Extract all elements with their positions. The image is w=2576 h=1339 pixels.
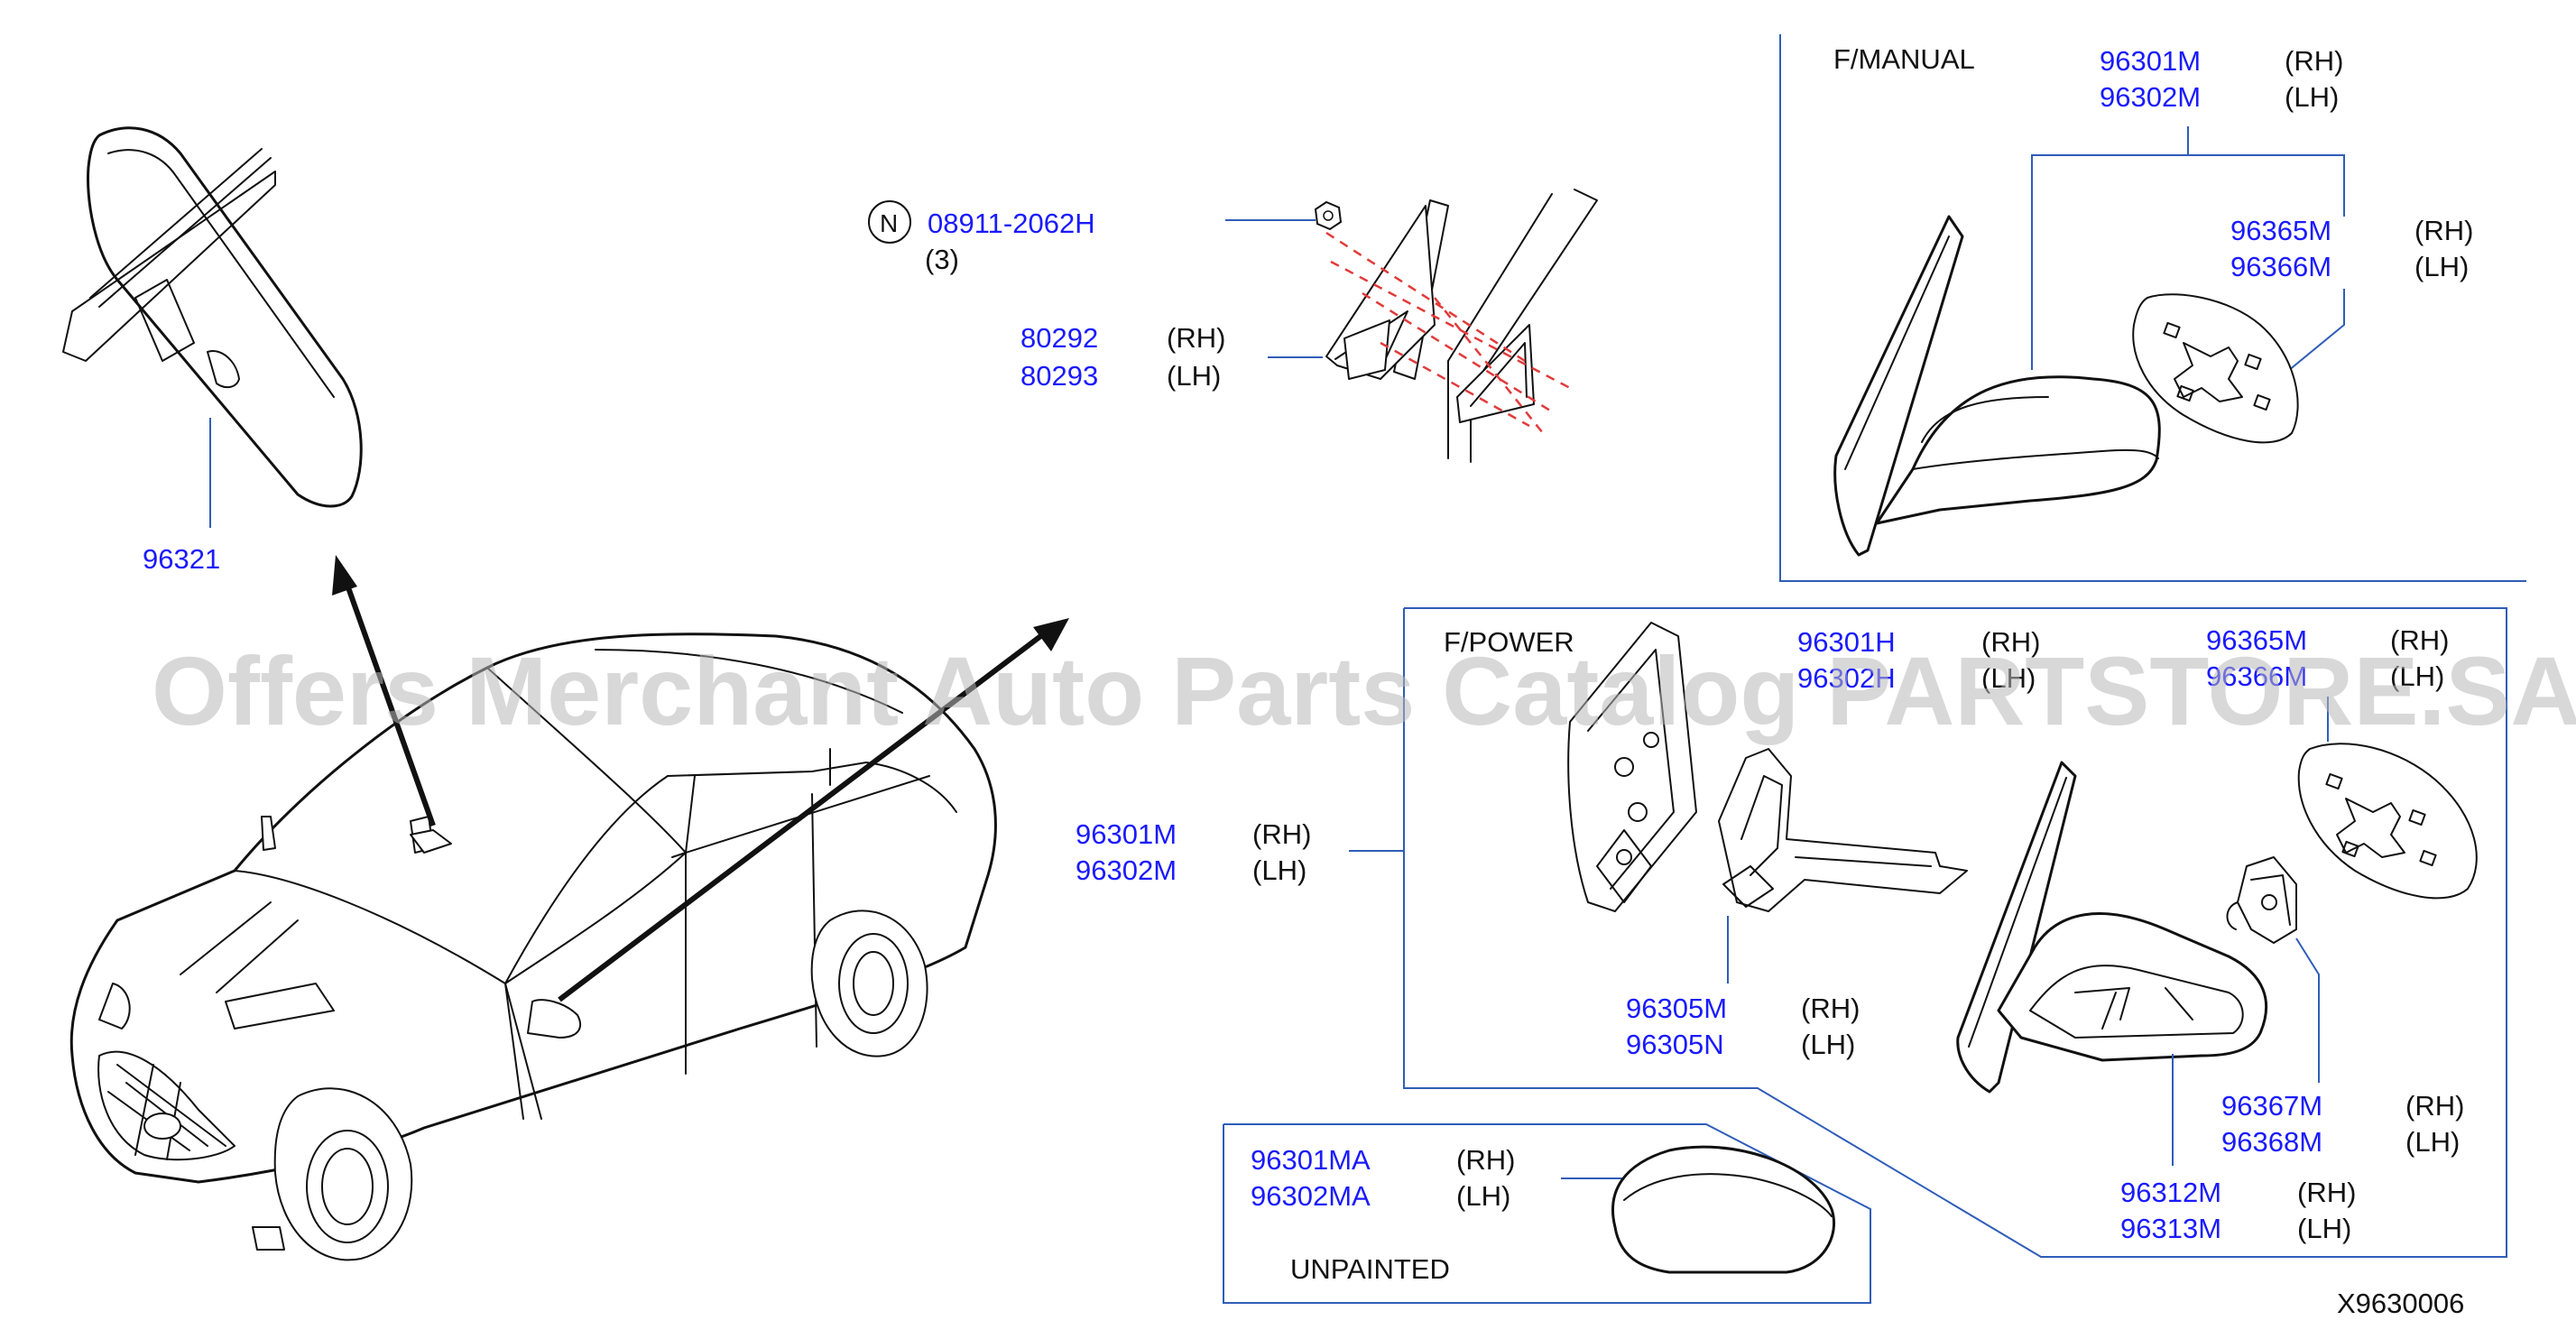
glass-motor-illustration — [2226, 856, 2297, 944]
corner-finisher-rh-side: (RH) — [1167, 322, 1225, 354]
manual-glass-leader — [2277, 289, 2345, 380]
motor-lh-side: (LH) — [2405, 1126, 2460, 1158]
power-section-box — [1403, 607, 2507, 1258]
manual-mirror-rh-side: (RH) — [2285, 45, 2343, 77]
corner-finisher-lh-part-number: 80293 — [1020, 360, 1098, 392]
corner-finisher-rh-part-number: 80292 — [1020, 322, 1098, 354]
manual-section-box — [1779, 34, 2526, 582]
nut-icon — [1314, 200, 1343, 231]
power-glass-rh-part-number: 96365M — [2206, 624, 2307, 656]
vehicle-illustration — [69, 633, 997, 1261]
cap-rh-part-number: 96301MA — [1251, 1144, 1371, 1176]
housing-lh-side: (LH) — [2297, 1213, 2351, 1244]
power-mirror-housing-illustration — [1956, 761, 2268, 1094]
power-mirror-lh-part-number: 96302M — [1076, 854, 1177, 886]
power-ref-rh-part-number: 96301H — [1797, 626, 1896, 658]
power-section-title: F/POWER — [1444, 626, 1574, 658]
housing-rh-side: (RH) — [2297, 1177, 2356, 1208]
manual-section-title: F/MANUAL — [1833, 43, 1975, 75]
diagram-id: X9630006 — [2337, 1288, 2464, 1319]
housing-rh-part-number: 96312M — [2120, 1177, 2221, 1208]
manual-mirror-glass-illustration — [2132, 293, 2299, 444]
power-mirror-rh-side: (RH) — [1252, 818, 1311, 850]
motor-rh-side: (RH) — [2405, 1090, 2464, 1122]
cap-lh-side: (LH) — [1456, 1180, 1510, 1212]
manual-glass-lh-side: (LH) — [2414, 251, 2469, 282]
manual-mirror-lh-side: (LH) — [2285, 81, 2339, 113]
power-ref-lh-side: (LH) — [1981, 662, 2036, 694]
motor-lh-part-number: 96368M — [2221, 1126, 2322, 1158]
alignment-dash-lines — [1325, 231, 1571, 434]
power-mirror-lh-side: (LH) — [1252, 854, 1306, 886]
power-glass-rh-side: (RH) — [2390, 624, 2449, 656]
door-frame-illustration — [1447, 189, 1598, 463]
power-glass-lh-side: (LH) — [2390, 660, 2444, 692]
manual-glass-lh-part-number: 96366M — [2230, 251, 2331, 282]
inner-mirror-pointer-arrow — [332, 555, 436, 827]
cap-rh-side: (RH) — [1456, 1144, 1515, 1176]
inner-mirror-part-number: 96321 — [143, 543, 220, 575]
actuator-lh-side: (LH) — [1801, 1029, 1855, 1060]
motor-rh-part-number: 96367M — [2221, 1090, 2322, 1122]
door-mirror-pointer-arrow — [558, 618, 1069, 1002]
unpainted-section-box — [1223, 1123, 1871, 1304]
power-ref-rh-side: (RH) — [1981, 626, 2040, 658]
power-actuator-frame-illustration — [1718, 748, 1968, 912]
nut-quantity: (3) — [925, 244, 959, 275]
actuator-lh-part-number: 96305N — [1626, 1029, 1724, 1060]
power-glass-lh-part-number: 96366M — [2206, 660, 2307, 692]
watermark: Offers Merchant Auto Parts Catalog PARTS… — [152, 636, 2576, 745]
manual-mirror-lh-part-number: 96302M — [2100, 81, 2201, 113]
unpainted-section-title: UNPAINTED — [1290, 1253, 1450, 1285]
power-mirror-glass-illustration — [2297, 743, 2478, 900]
inner-mirror-illustration — [62, 126, 363, 508]
manual-mirror-rh-part-number: 96301M — [2100, 45, 2201, 77]
cap-lh-part-number: 96302MA — [1251, 1180, 1371, 1212]
motor-leader — [2295, 937, 2320, 1083]
mirror-cap-illustration — [1611, 1145, 1836, 1274]
svg-text:N: N — [880, 209, 898, 237]
nut-part-number: 08911-2062H — [928, 208, 1095, 239]
corner-finisher-lh-side: (LH) — [1167, 360, 1221, 392]
manual-glass-rh-side: (RH) — [2414, 215, 2473, 246]
actuator-rh-side: (RH) — [1801, 993, 1860, 1024]
manual-glass-rh-part-number: 96365M — [2230, 215, 2331, 246]
actuator-rh-part-number: 96305M — [1626, 993, 1727, 1024]
power-ref-lh-part-number: 96302H — [1797, 662, 1896, 694]
corner-finisher-illustration — [1325, 199, 1449, 380]
power-mirror-rh-part-number: 96301M — [1076, 818, 1177, 850]
nut-symbol-badge: N — [868, 200, 911, 244]
housing-lh-part-number: 96313M — [2120, 1213, 2221, 1244]
mirror-base-bracket-illustration — [1567, 622, 1697, 912]
manual-mirror-assembly-illustration — [1833, 215, 2161, 557]
